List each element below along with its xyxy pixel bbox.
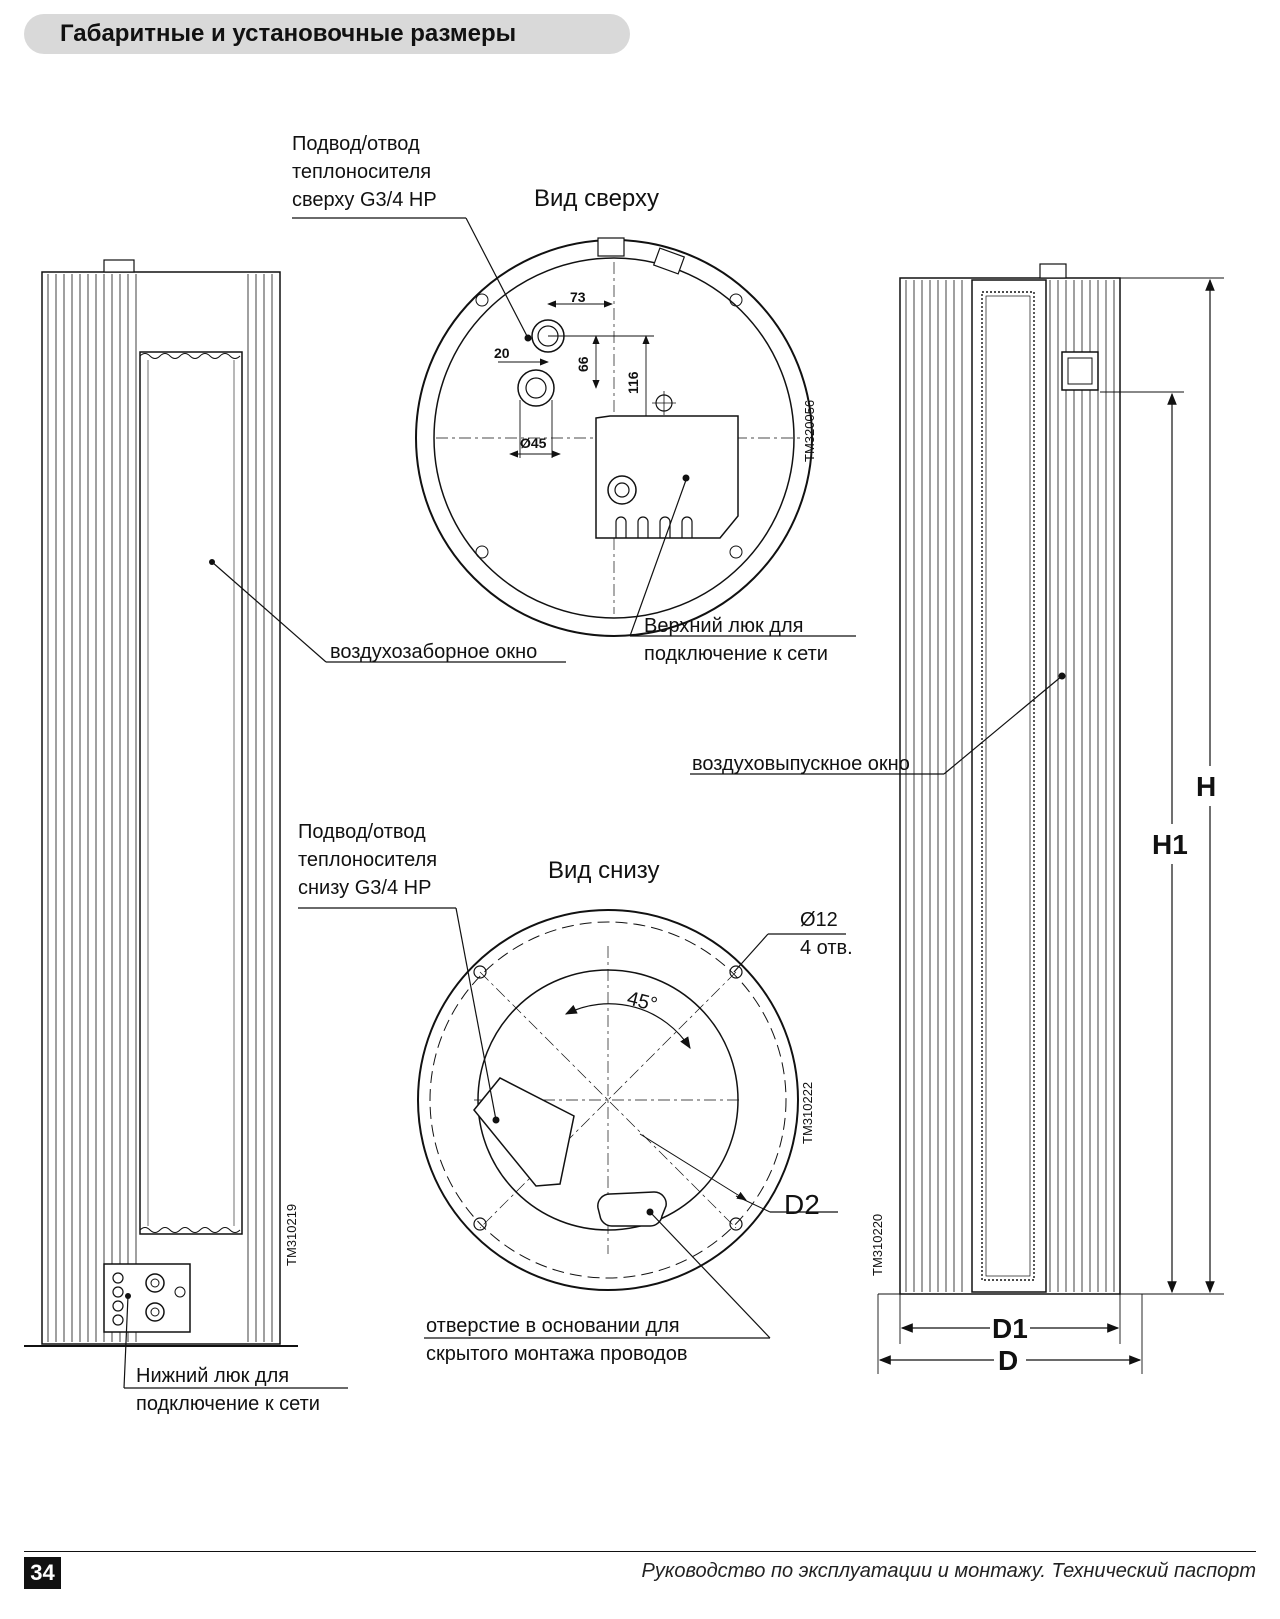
bottom-supply-label-line3: снизу G3/4 HP — [298, 877, 431, 899]
title-banner — [24, 14, 630, 54]
drawing-code-left: TM310219 — [284, 1204, 299, 1266]
bottom-view-drawing — [298, 907, 846, 1339]
top-hatch-label-line2: подключение к сети — [644, 643, 828, 665]
right-unit — [690, 263, 1224, 1374]
dim-D: D — [998, 1345, 1018, 1376]
drawing-code-bottom: TM310222 — [800, 1082, 815, 1144]
top-supply-label-line2: теплоносителя — [292, 161, 431, 183]
top-view-drawing — [292, 217, 856, 637]
page-title: Габаритные и установочные размеры — [60, 20, 517, 47]
top-hatch-label-line1: Верхний люк для — [644, 615, 803, 637]
dim-H1: H1 — [1152, 829, 1188, 860]
drawing-code-top: TM320056 — [802, 400, 817, 462]
dim-73: 73 — [570, 289, 586, 305]
dim-116: 116 — [625, 371, 641, 394]
dim-20: 20 — [494, 345, 510, 361]
drawing-code-right: TM310220 — [870, 1214, 885, 1276]
holes-label-line1: Ø12 — [800, 909, 838, 931]
manual-title: Руководство по эксплуатации и монтажу. Т… — [641, 1560, 1256, 1582]
page-number: 34 — [24, 1557, 61, 1589]
dim-66: 66 — [575, 356, 591, 372]
base-hole-label-line1: отверстие в основании для — [426, 1315, 680, 1337]
top-supply-label-line3: сверху G3/4 HP — [292, 189, 437, 211]
dim-D2: D2 — [784, 1189, 820, 1220]
top-view-title: Вид сверху — [534, 185, 659, 212]
bottom-supply-label-line2: теплоносителя — [298, 849, 437, 871]
intake-window-label: воздухозаборное окно — [330, 641, 537, 663]
top-supply-label-line1: Подвод/отвод — [292, 133, 420, 155]
bottom-hatch-label-line1: Нижний люк для — [136, 1365, 289, 1387]
dim-D1: D1 — [992, 1313, 1028, 1344]
dim-H: H — [1196, 771, 1216, 802]
footer-rule — [24, 1551, 1256, 1552]
bottom-hatch-label-line2: подключение к сети — [136, 1393, 320, 1415]
angle-label: 45° — [625, 988, 660, 1017]
holes-label-line2: 4 отв. — [800, 937, 853, 959]
bottom-supply-label-line1: Подвод/отвод — [298, 821, 426, 843]
left-unit — [24, 259, 298, 1347]
bottom-view-title: Вид снизу — [548, 857, 659, 884]
dim-d45: Ø45 — [520, 435, 547, 451]
outlet-window-label: воздуховыпускное окно — [692, 753, 910, 775]
base-hole-label-line2: скрытого монтажа проводов — [426, 1343, 687, 1365]
